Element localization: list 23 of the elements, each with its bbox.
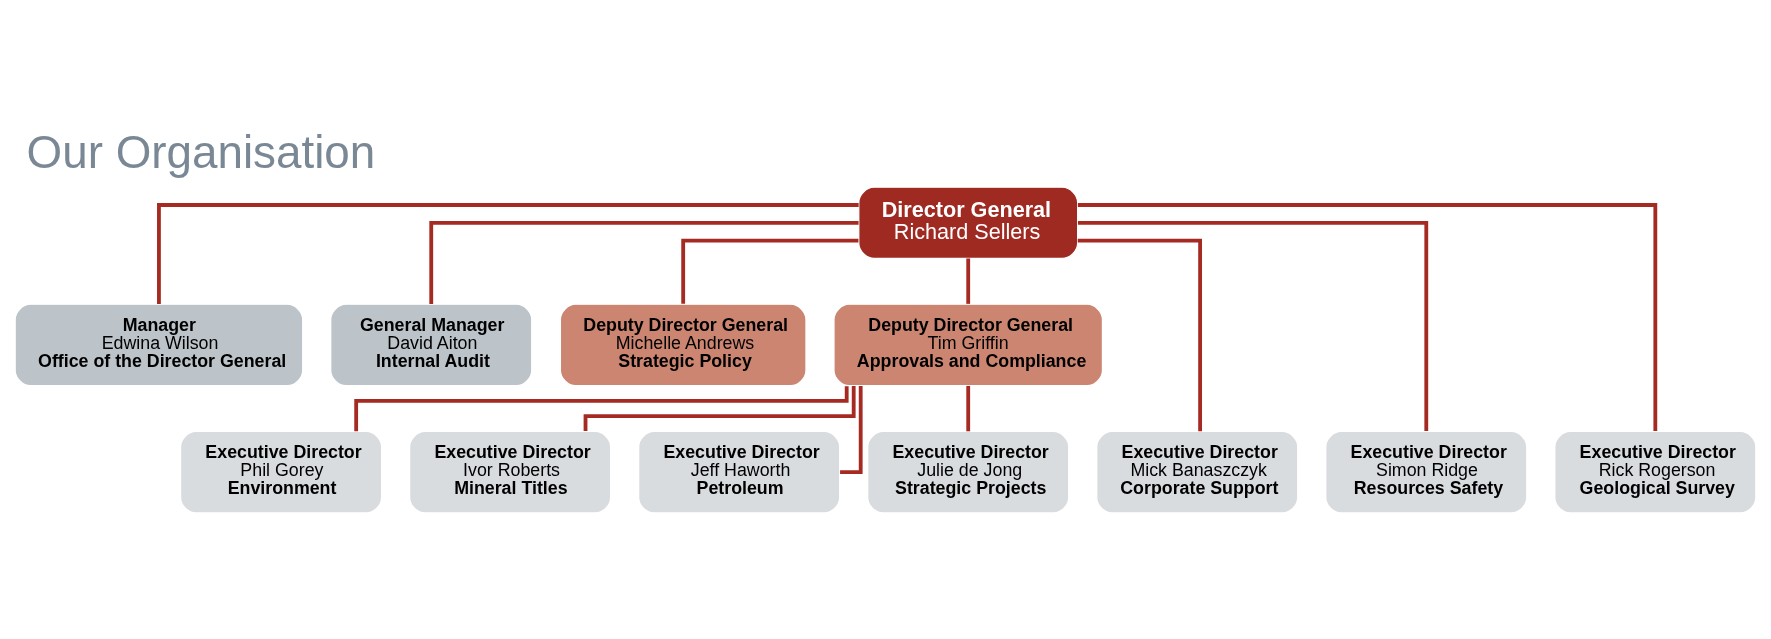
node-box: Executive Director Phil Gorey Environment <box>179 430 383 514</box>
node-box: Executive Director Mick Banaszczyk Corporate Support <box>1096 430 1299 514</box>
connector <box>157 203 859 305</box>
connector <box>1077 220 1429 431</box>
node-box: Executive Director Rick Rogerson Geological Survey <box>1554 430 1757 514</box>
connector <box>1077 238 1202 432</box>
node-box: Executive Director Ivor Roberts Mineral Titles <box>408 430 612 514</box>
node-box: General Manager David Aiton Internal Audit <box>330 303 533 387</box>
node-box: Executive Director Simon Ridge Resources Safety <box>1325 430 1528 514</box>
node-box: Manager Edwina Wilson Office of the Director General <box>14 303 304 387</box>
connector <box>681 238 859 304</box>
connector <box>966 258 971 304</box>
node-box: Executive Director Julie de Jong Strategic Projects <box>867 430 1070 514</box>
node-box: Executive Director Jeff Haworth Petroleum <box>638 430 841 514</box>
node-box: Deputy Director General Tim Griffin Approvals and Compliance <box>833 303 1104 387</box>
node-box: Deputy Director General Michelle Andrews Strategic Policy <box>559 303 807 387</box>
connector <box>429 220 859 304</box>
connector <box>583 386 856 431</box>
connector <box>840 385 863 475</box>
diagram-title: Our Organisation <box>26 126 376 178</box>
connector <box>1077 203 1658 432</box>
node-box: Director General Richard Sellers <box>858 186 1079 260</box>
connector <box>966 385 971 432</box>
